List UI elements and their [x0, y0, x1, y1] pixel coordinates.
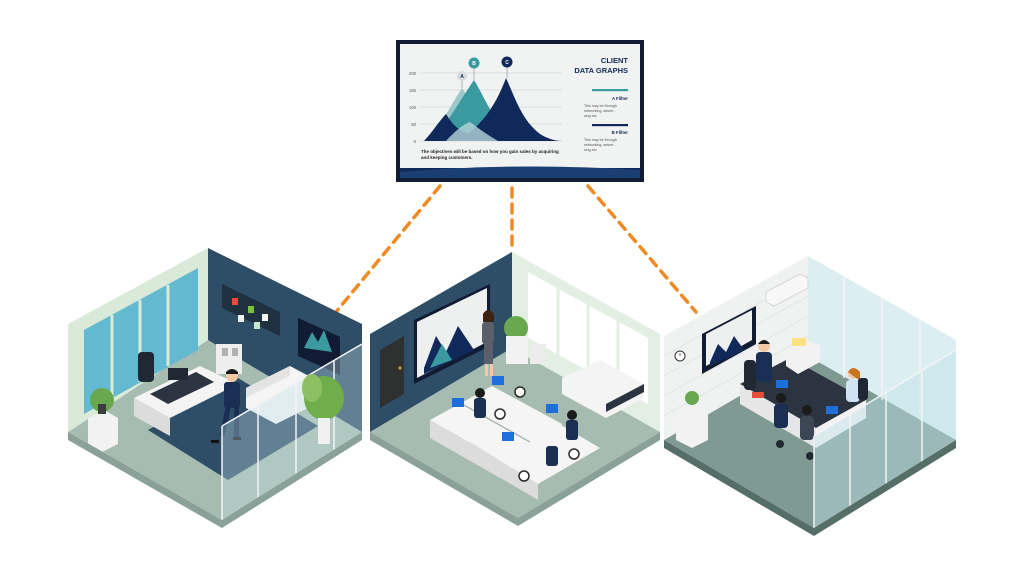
- client-data-display: 200 150 100 50 0 A B C CLIENT DATA: [396, 40, 644, 182]
- laptop-icon: [776, 380, 788, 388]
- open-workspace-room: [370, 252, 660, 526]
- filter-b-text: networking, advert -: [584, 143, 616, 147]
- filter-b-text: This may be through: [584, 138, 617, 142]
- display-screen: [400, 44, 640, 168]
- peak-marker-b: B: [468, 57, 480, 80]
- y-tick-label: 50: [411, 122, 416, 127]
- filter-a-text: networking, advert -: [584, 109, 616, 113]
- private-office-room: [68, 248, 363, 528]
- plant-icon: [90, 388, 114, 412]
- office-chairs: [744, 360, 868, 460]
- plant-icon: [685, 391, 699, 405]
- low-cabinet: [562, 360, 644, 418]
- cabinet: [676, 406, 708, 448]
- svg-text:C: C: [505, 60, 509, 66]
- book-icon: [752, 392, 764, 398]
- display-title-line1: CLIENT: [601, 56, 629, 65]
- desk-side: [134, 398, 170, 436]
- y-tick-label: 100: [409, 105, 417, 110]
- worker-figures: [474, 388, 578, 466]
- filter-a-bar: [592, 89, 628, 92]
- coffee-machine: [216, 344, 242, 374]
- area-series-front-light: [446, 122, 498, 141]
- wall-screen-chart: [304, 330, 332, 352]
- display-bottom-wave: [400, 166, 640, 178]
- area-series-navy: [424, 78, 562, 141]
- y-tick-label: 200: [409, 71, 417, 76]
- connector-right: [586, 184, 698, 314]
- desk-dark-top: [150, 372, 214, 404]
- monitor: [168, 368, 188, 380]
- door: [380, 336, 404, 408]
- filter-b-text: sing etc.: [584, 148, 597, 152]
- connector-left: [334, 184, 442, 314]
- svg-text:A: A: [460, 74, 464, 80]
- laptop-icons: [452, 376, 558, 441]
- plant-icon: [504, 316, 528, 340]
- businessman-figure: [211, 369, 241, 443]
- office-chair: [138, 352, 154, 382]
- y-tick-label: 150: [409, 88, 417, 93]
- meeting-room: [663, 256, 957, 536]
- meeting-participants: [756, 340, 860, 440]
- peak-marker-a: A: [457, 71, 467, 88]
- filter-b-title: B Fillter: [612, 130, 629, 135]
- display-caption: The objectives will be based on how you …: [421, 149, 559, 154]
- filter-b-bar: [592, 124, 628, 127]
- filter-a-text: sing etc.: [584, 114, 597, 118]
- coffee-machine: [530, 344, 546, 364]
- filter-a-text: This may be through: [584, 104, 617, 108]
- wall-screen-chart: [710, 336, 744, 366]
- office-chairs: [494, 386, 580, 482]
- cabinet: [88, 410, 118, 452]
- area-series-teal: [430, 80, 540, 141]
- laptop-icon: [826, 406, 838, 414]
- side-cabinet: [786, 340, 820, 374]
- y-tick-label: 0: [414, 139, 417, 144]
- display-title-line2: DATA GRAPHS: [574, 66, 628, 75]
- peak-marker-c: C: [501, 56, 513, 78]
- potted-plant-icon: [302, 374, 344, 444]
- shelf-books: [232, 298, 268, 329]
- display-caption: and keeping customers.: [421, 155, 473, 160]
- presenter-figure: [482, 310, 494, 376]
- filter-a-title: A Fillter: [612, 96, 628, 101]
- connectors: [334, 184, 698, 314]
- svg-text:B: B: [472, 61, 476, 67]
